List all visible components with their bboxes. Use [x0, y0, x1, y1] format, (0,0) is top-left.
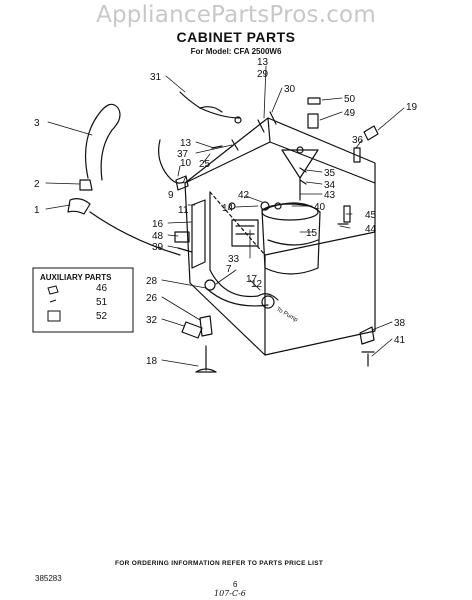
- document-number: 385283: [35, 574, 62, 583]
- callout: 50: [344, 94, 356, 105]
- callout: 2: [34, 179, 40, 190]
- aux-item: 51: [96, 297, 108, 308]
- water-inlet-funnel: [281, 146, 319, 201]
- callout: 13: [257, 57, 269, 68]
- callout: 38: [394, 318, 406, 329]
- callout: 33: [228, 254, 240, 265]
- auxiliary-title: AUXILIARY PARTS: [40, 273, 112, 282]
- callout: 13: [180, 138, 192, 149]
- callout: 28: [146, 276, 158, 287]
- model-subtitle: For Model: CFA 2500W6: [190, 47, 282, 56]
- callout: 18: [146, 356, 158, 367]
- callout: 25: [199, 159, 211, 170]
- callout: 41: [394, 335, 406, 346]
- callout: 11: [178, 205, 189, 216]
- callout: 14: [222, 203, 234, 214]
- callout: 12: [251, 279, 263, 290]
- callout: 1: [34, 205, 40, 216]
- callout-labels: 3 2 1 31 13 29 30 50 49 19 36 13 37 25 1…: [34, 57, 418, 367]
- callout: 3: [34, 118, 40, 129]
- watermark: AppliancePartsPros.com: [96, 2, 376, 28]
- cabinet-body: [184, 117, 376, 356]
- callout: 44: [365, 224, 377, 235]
- callout: 48: [152, 231, 164, 242]
- leader-lines: [45, 65, 405, 367]
- leveling-legs: [181, 315, 375, 373]
- callout: 49: [344, 108, 356, 119]
- callout: 9: [168, 190, 174, 201]
- diagram-title: CABINET PARTS: [176, 29, 296, 45]
- page-number: 6: [233, 580, 238, 589]
- callout: 31: [150, 72, 162, 83]
- callout: 10: [180, 158, 192, 169]
- callout: 29: [257, 69, 269, 80]
- ordering-note: FOR ORDERING INFORMATION REFER TO PARTS …: [115, 560, 324, 567]
- control-switch: [231, 219, 259, 247]
- callout: 43: [324, 190, 336, 201]
- aux-item: 46: [96, 283, 108, 294]
- callout: 7: [226, 264, 232, 275]
- callout: 34: [324, 180, 336, 191]
- callout: 15: [306, 228, 318, 239]
- callout: 40: [314, 202, 326, 213]
- callout: 37: [177, 149, 189, 160]
- callout: 42: [238, 190, 250, 201]
- callout: 35: [324, 168, 336, 179]
- handwritten-note: 107-C-6: [214, 589, 246, 598]
- callout: 39: [152, 242, 164, 253]
- auxiliary-parts-box: [32, 267, 134, 333]
- callout: 19: [406, 102, 418, 113]
- fill-hose: [158, 139, 189, 191]
- tub-assembly: [261, 202, 321, 275]
- callout: 30: [284, 84, 296, 95]
- callout: 16: [152, 219, 164, 230]
- wire-harness: [179, 91, 242, 124]
- callout: 36: [352, 135, 364, 146]
- pump-note: To Pump: [275, 307, 299, 324]
- callout: 17: [246, 274, 258, 285]
- callout: 45: [365, 210, 377, 221]
- side-bracket-parts: [174, 199, 206, 269]
- callout: 26: [146, 293, 158, 304]
- aux-item: 52: [96, 311, 108, 322]
- internal-hoses: [204, 269, 279, 309]
- callout: 32: [146, 315, 158, 326]
- drain-hose: [67, 103, 181, 256]
